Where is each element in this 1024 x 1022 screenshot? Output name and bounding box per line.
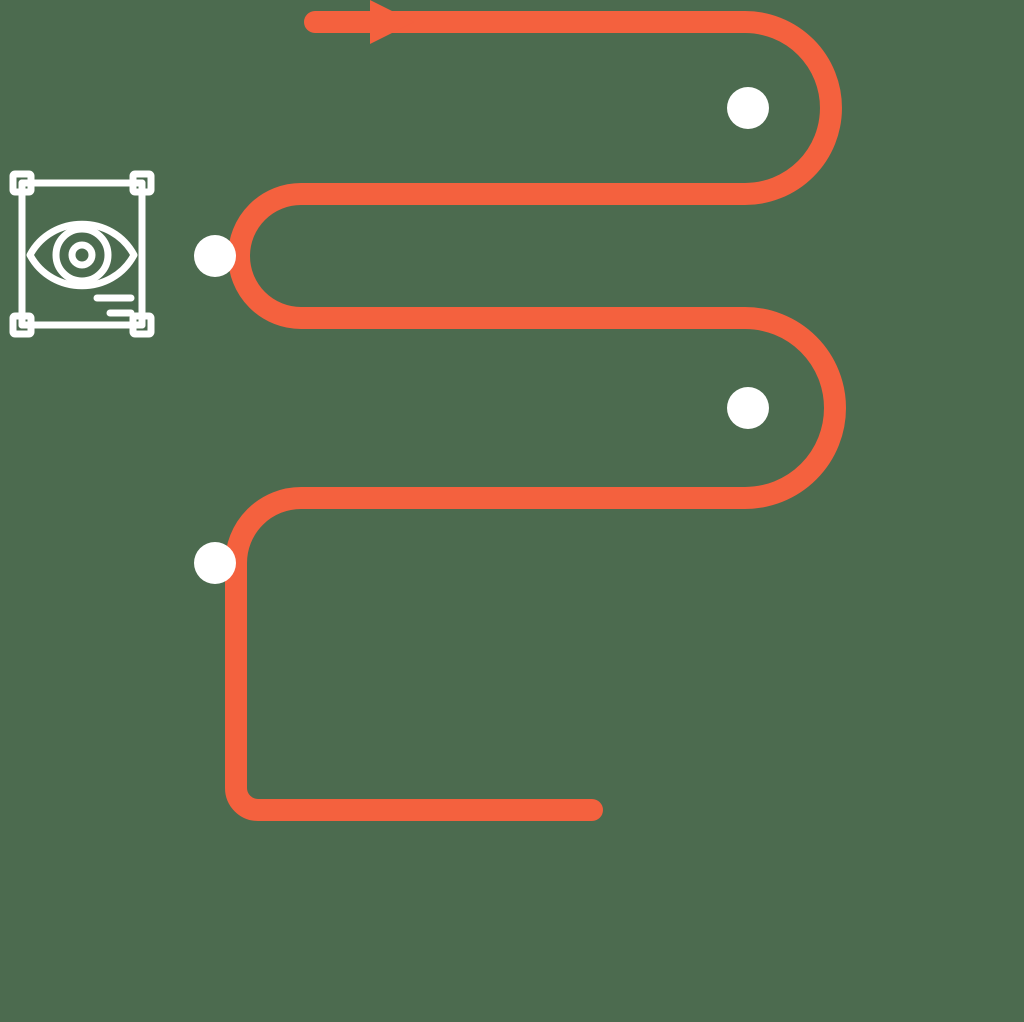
waypoint-dot-1[interactable] (727, 87, 769, 129)
waypoint-dot-4[interactable] (194, 542, 236, 584)
eye-detail-lines (93, 294, 135, 317)
waypoint-dot-3[interactable] (727, 387, 769, 429)
artboard-frame (18, 179, 146, 329)
flow-line (225, 11, 846, 821)
flow-direction-arrowhead (370, 0, 414, 44)
pipeline-flow-path (194, 0, 846, 821)
stage-icon-vision-preview[interactable] (13, 174, 151, 334)
eye-icon (26, 220, 138, 290)
waypoint-dot-2[interactable] (194, 235, 236, 277)
